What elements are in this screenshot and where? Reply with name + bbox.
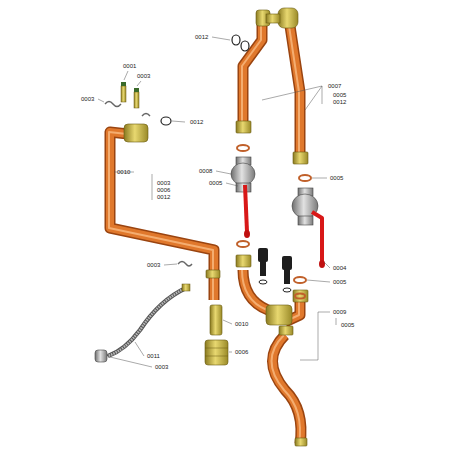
callout-number: 0012: [195, 34, 208, 41]
callout-number: 0001: [123, 63, 136, 70]
callout-number: 0008: [199, 168, 212, 175]
callout-number: 0003: [137, 73, 150, 80]
callout-number: 0005: [333, 92, 346, 99]
callout-number: 0005: [341, 322, 354, 329]
callout-number: 0010: [117, 169, 130, 176]
callout-number: 0012: [190, 119, 203, 126]
callout-number: 0003: [81, 96, 94, 103]
callout-number: 0006: [157, 187, 170, 194]
callout-number: 0005: [209, 180, 222, 187]
callout-number: 0009: [333, 309, 346, 316]
callout-number: 0007: [328, 83, 341, 90]
callout-number: 0005: [333, 279, 346, 286]
callout-number: 0003: [147, 262, 160, 269]
callout-number: 0010: [235, 321, 248, 328]
callout-number: 0004: [333, 265, 346, 272]
callout-number: 0003: [157, 180, 170, 187]
callout-number: 0011: [147, 353, 160, 360]
callout-number: 0003: [155, 364, 168, 371]
callout-number: 0012: [157, 194, 170, 201]
callout-number: 0005: [330, 175, 343, 182]
callout-number: 0012: [333, 99, 346, 106]
callout-number: 0006: [235, 349, 248, 356]
